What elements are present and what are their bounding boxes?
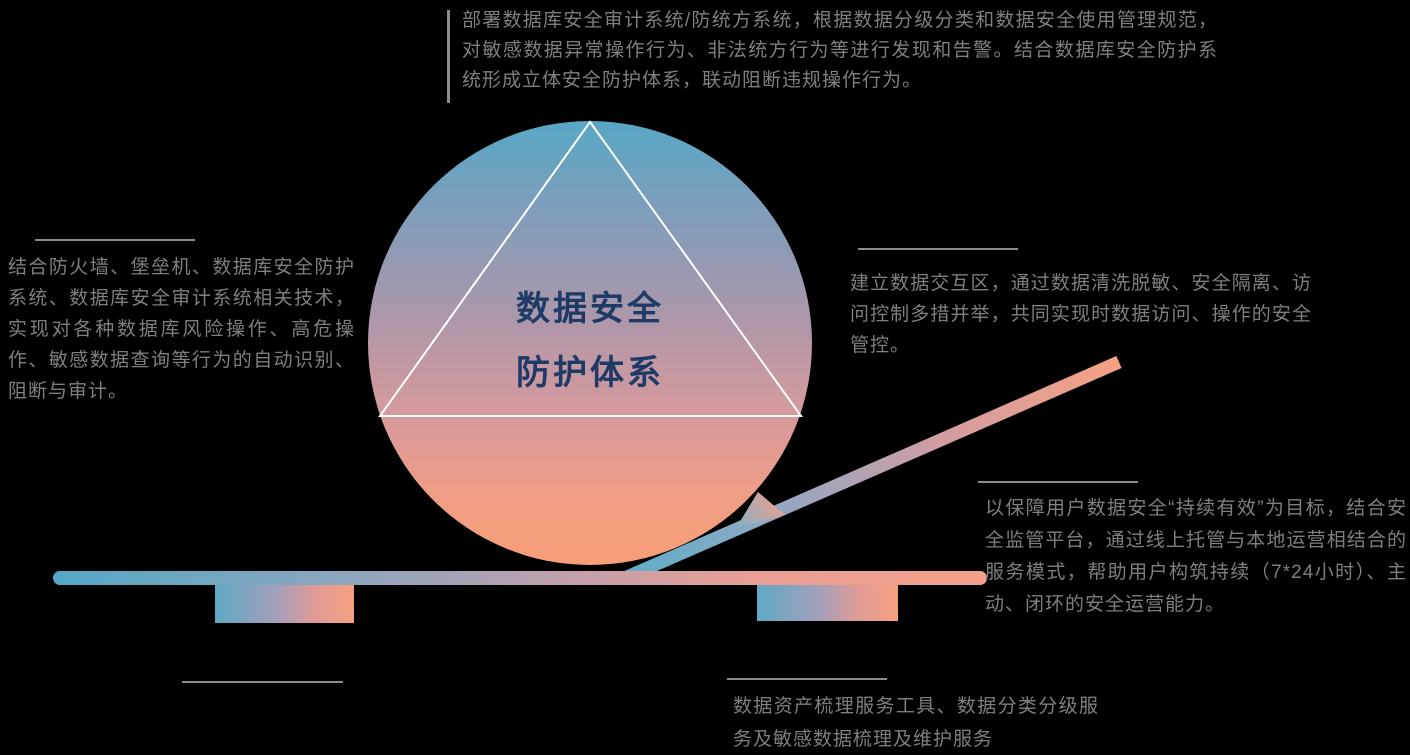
protection-sphere xyxy=(368,121,812,565)
right-support-leg xyxy=(757,585,898,621)
triangle-outline xyxy=(378,120,803,417)
bottom-left-separator xyxy=(182,681,343,683)
left-block-separator xyxy=(35,239,195,241)
bottom-center-separator xyxy=(727,678,887,680)
lever-arm xyxy=(624,356,1122,583)
left-support-leg xyxy=(215,585,354,623)
bottom-center-description: 数据资产梳理服务工具、数据分类分级服务及敏感数据梳理及维护服务 xyxy=(733,696,1099,750)
balance-bar xyxy=(53,571,987,585)
right-middle-separator xyxy=(858,248,1018,250)
fulcrum-wedge xyxy=(736,492,785,528)
right-middle-description: 建立数据交互区，通过数据清洗脱敏、安全隔离、访问控制多措并举，共同实现时数据访问… xyxy=(850,273,1312,356)
diagram-title-line1: 数据安全 xyxy=(516,290,664,328)
top-block-accent-line xyxy=(447,10,450,103)
top-description: 部署数据库安全审计系统/防统方系统，根据数据分级分类和数据安全使用管理规范，对敏… xyxy=(462,10,1218,91)
left-description: 结合防火墙、堡垒机、数据库安全防护系统、数据库安全审计系统相关技术，实现对各种数… xyxy=(8,257,355,402)
diagram-title-line2: 防护体系 xyxy=(516,354,664,392)
right-bottom-separator xyxy=(978,481,1138,483)
diagram-title: 数据安全 防护体系 xyxy=(368,277,812,405)
right-bottom-description: 以保障用户数据安全“持续有效”为目标，结合安全监管平台，通过线上托管与本地运营相… xyxy=(985,498,1407,615)
